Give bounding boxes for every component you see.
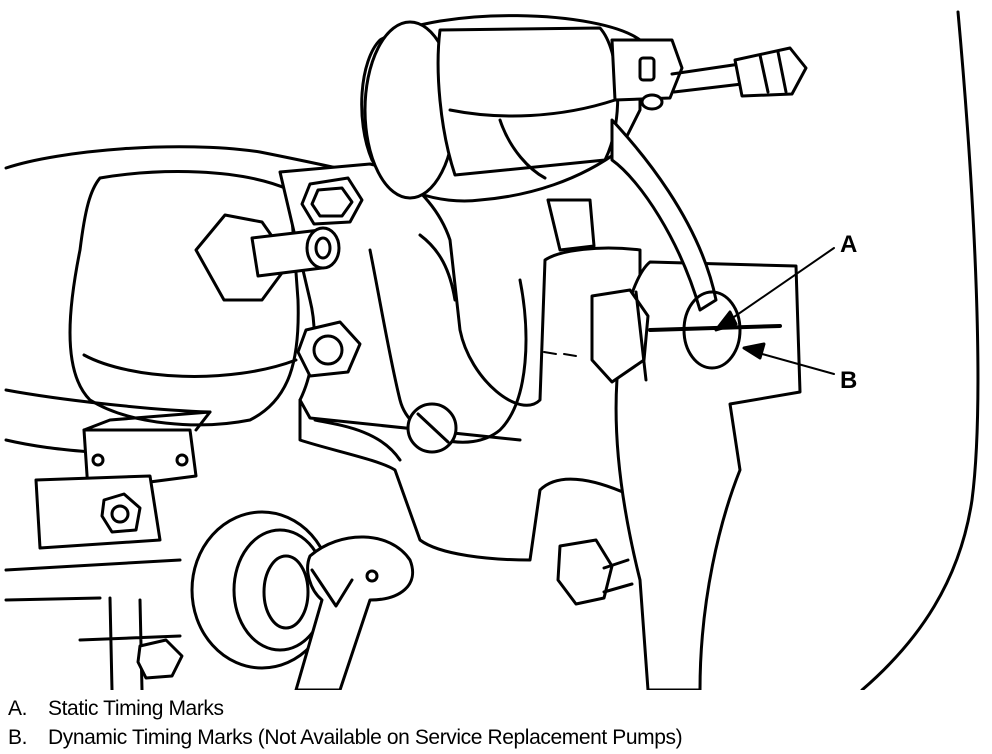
bracket-hole-left: [93, 455, 103, 465]
callout-a-arrowhead: [716, 312, 736, 330]
legend: A. Static Timing Marks B. Dynamic Timing…: [8, 694, 988, 752]
lower-bolt-shank: [604, 560, 632, 592]
terminal-slot: [640, 58, 654, 80]
callout-b-arrowhead: [744, 344, 764, 358]
injection-pump-timing-diagram: A B: [0, 0, 992, 690]
left-casting-rim: [84, 355, 296, 376]
pump-body: [280, 164, 640, 560]
legend-text: Static Timing Marks: [48, 697, 224, 720]
terminal-pin: [642, 95, 662, 109]
engine-cover-outline: [862, 12, 978, 690]
legend-text: Dynamic Timing Marks (Not Available on S…: [48, 726, 683, 749]
legend-key: A.: [8, 697, 28, 720]
lever-bracket-top: [84, 412, 210, 430]
lower-left-nut-center: [112, 506, 128, 522]
lower-left-shaft: [6, 560, 180, 690]
legend-item-a: A. Static Timing Marks: [8, 694, 988, 723]
callout-a-leader: [718, 248, 834, 328]
small-fitting: [548, 200, 594, 250]
mounting-bolt-washer: [636, 292, 646, 380]
pump-dash-detail: [544, 352, 576, 356]
lever-bracket: [84, 430, 196, 490]
legend-key: B.: [8, 726, 28, 749]
lower-left-nut: [102, 494, 140, 532]
lower-left-small-nut: [138, 640, 182, 678]
hex-nut-middle: [298, 322, 360, 376]
lower-bolt-head: [558, 540, 612, 604]
callout-b-label: B: [840, 367, 857, 394]
static-timing-mark-line: [650, 326, 780, 330]
lever-spring: [312, 570, 352, 606]
throttle-lever: [296, 537, 413, 690]
pump-channel-inner: [420, 235, 455, 300]
wire-connector-hex: [760, 52, 786, 92]
legend-item-b: B. Dynamic Timing Marks (Not Available o…: [8, 723, 988, 752]
rotor-hub-bore: [264, 556, 308, 628]
terminal-wire: [672, 64, 742, 92]
hex-nut-upper-inner: [312, 188, 352, 216]
solenoid-band: [438, 28, 618, 175]
lower-left-block: [36, 476, 160, 548]
throttle-lever-hole: [367, 571, 377, 581]
solenoid-band-ridge: [450, 100, 615, 178]
wire-connector: [735, 48, 806, 96]
callout-a-label: A: [840, 231, 857, 258]
hex-nut-middle-center: [314, 336, 342, 364]
slotted-screw-slot: [418, 414, 448, 442]
fuel-line-tube-bore: [316, 238, 330, 258]
bracket-hole-right: [177, 455, 187, 465]
mounting-arm: [612, 120, 716, 310]
left-casting-lower: [6, 390, 210, 452]
